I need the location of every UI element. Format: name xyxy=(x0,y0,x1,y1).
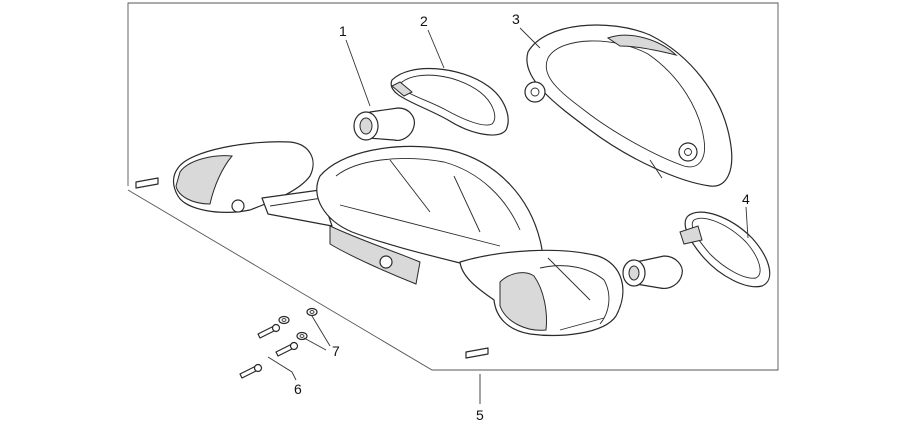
callout-1: 1 xyxy=(339,23,347,39)
callout-3: 3 xyxy=(512,11,520,27)
part-2-upper-lens xyxy=(390,67,509,136)
callout-4: 4 xyxy=(742,191,750,207)
leader-3 xyxy=(519,27,541,49)
callout-2: 2 xyxy=(420,13,428,29)
leader-7b xyxy=(303,337,327,351)
assembly-frame xyxy=(127,2,779,371)
leader-4 xyxy=(745,206,749,239)
part-7-washers xyxy=(278,307,318,341)
part-6-screws xyxy=(239,323,299,379)
leader-6 xyxy=(267,356,297,381)
part-1-upper-bulb xyxy=(353,107,415,141)
callout-6: 6 xyxy=(294,381,302,397)
leader-1 xyxy=(345,39,371,107)
leader-7 xyxy=(311,315,331,347)
lower-bulb xyxy=(622,255,683,289)
callout-5: 5 xyxy=(476,407,484,423)
part-4-lower-lens xyxy=(679,211,771,288)
callout-7: 7 xyxy=(332,343,340,359)
part-3-rear-housing xyxy=(524,24,733,187)
leader-2 xyxy=(427,29,445,69)
part-5-main-body xyxy=(135,141,624,359)
